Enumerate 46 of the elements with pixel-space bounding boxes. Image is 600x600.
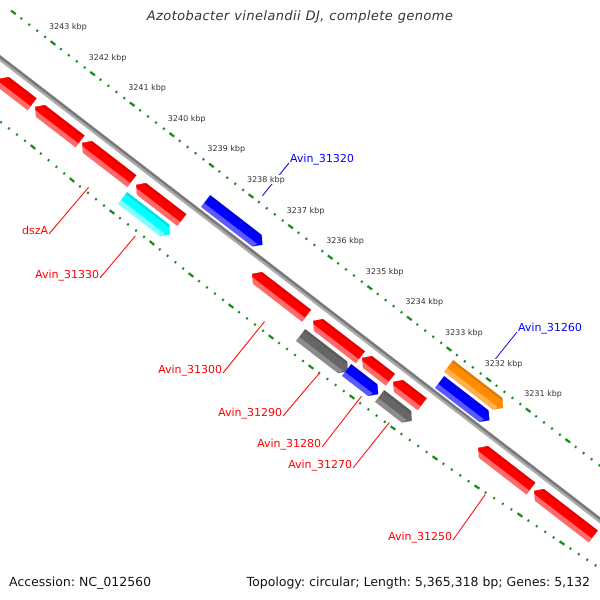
scale-label: 3235 kbp	[366, 266, 404, 276]
gene-bar	[200, 195, 262, 247]
leader-line	[282, 372, 320, 416]
gene-bar	[82, 141, 137, 188]
scale-label: 3238 kbp	[247, 175, 285, 184]
gene-bar	[0, 77, 37, 110]
gene-bar	[312, 318, 365, 363]
scale-label: 3241 kbp	[128, 83, 166, 92]
gene-bar	[362, 356, 395, 386]
leader-line	[452, 494, 486, 540]
leader-line	[322, 396, 362, 448]
scale-label: 3234 kbp	[405, 297, 444, 306]
footer-text: Topology: circular; Length: 5,365,318 bp; Genes: 5,132	[246, 574, 590, 589]
gene-label: dszA	[22, 224, 48, 237]
gene-label: Avin_31270	[288, 458, 352, 471]
gene-bar	[534, 488, 598, 542]
gene-label: Avin_31320	[290, 152, 354, 165]
leader-line	[48, 186, 90, 234]
gene-bar	[444, 360, 503, 410]
scale-label: 3242 kbp	[88, 52, 126, 62]
leader-line	[494, 332, 518, 360]
gene-bar	[136, 182, 187, 226]
scale-label: 3233 kbp	[445, 328, 483, 337]
leader-line	[262, 162, 290, 196]
scale-label: 3232 kbp	[484, 358, 522, 368]
leader-line	[352, 422, 390, 468]
gene-label: Avin_31300	[158, 363, 222, 376]
leader-line	[222, 320, 266, 374]
scale-label: 3231 kbp	[524, 389, 562, 398]
leader-line	[100, 235, 136, 278]
scale-label: 3240 kbp	[168, 114, 206, 123]
gene-label: Avin_31330	[35, 268, 99, 281]
gene-bar	[34, 104, 84, 147]
gene-bar	[478, 446, 536, 495]
gene-label: Avin_31290	[218, 406, 282, 419]
title: Azotobacter vinelandii DJ, complete genome	[145, 9, 454, 24]
footer-text: Accession: NC_012560	[9, 574, 152, 589]
scale-label: 3237 kbp	[286, 206, 324, 215]
gene-label: Avin_31260	[518, 321, 582, 334]
gene-bar	[252, 272, 311, 322]
gene-bar	[392, 380, 427, 410]
scale-label: 3239 kbp	[207, 144, 246, 154]
gene-label: Avin_31250	[388, 530, 452, 543]
scale-label: 3243 kbp	[49, 22, 87, 31]
gene-label: Avin_31280	[257, 437, 321, 450]
scale-label: 3236 kbp	[326, 236, 364, 246]
